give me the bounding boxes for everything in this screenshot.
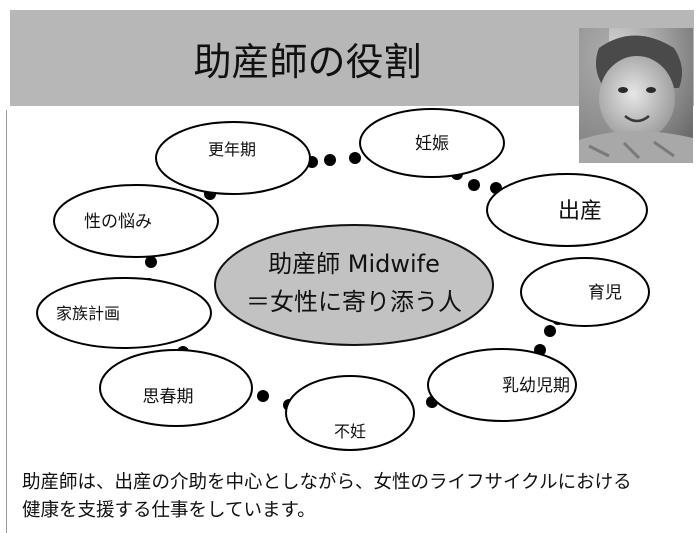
stage-label-infertility: 不妊 <box>334 422 366 441</box>
connector-dot <box>544 325 556 337</box>
stage-node-infertility: 不妊 <box>285 375 415 451</box>
stage-label-puberty: 思春期 <box>143 387 194 407</box>
connector-dot <box>145 256 157 268</box>
baby-photo <box>579 28 693 163</box>
stage-node-pregnancy: 妊娠 <box>359 108 505 178</box>
description-text: 助産師は、出産の介助を中心としながら、女性のライフサイクルにおける 健康を支援す… <box>22 469 692 525</box>
stage-label-birth: 出産 <box>558 199 602 224</box>
stage-node-puberty: 思春期 <box>99 349 253 427</box>
stage-node-birth: 出産 <box>486 173 648 247</box>
connector-dot <box>349 152 361 164</box>
slide-title: 助産師の役割 <box>193 39 422 84</box>
connector-dot <box>468 179 480 191</box>
connector-dot <box>324 154 336 166</box>
center-label-line2: ＝女性に寄り添う人 <box>246 288 462 316</box>
stage-label-early-childhood: 乳幼児期 <box>502 376 570 396</box>
stage-label-pregnancy: 妊娠 <box>415 134 449 154</box>
description-line-1: 助産師は、出産の介助を中心としながら、女性のライフサイクルにおける <box>22 472 632 493</box>
stage-node-early-childhood: 乳幼児期 <box>427 348 577 422</box>
stage-label-sexual-concerns: 性の悩み <box>84 212 152 232</box>
stage-label-family-planning: 家族計画 <box>56 304 120 323</box>
stage-label-childcare: 育児 <box>588 283 622 303</box>
stage-node-menopause: 更年期 <box>155 121 311 195</box>
left-border-line <box>6 110 7 533</box>
center-label-line1: 助産師 Midwife <box>268 250 440 278</box>
stage-node-family-planning: 家族計画 <box>36 277 212 349</box>
stage-label-menopause: 更年期 <box>208 140 256 159</box>
stage-node-childcare: 育児 <box>520 257 650 327</box>
stage-node-sexual-concerns: 性の悩み <box>53 184 219 258</box>
description-line-2: 健康を支援する仕事をしています。 <box>22 500 316 521</box>
center-node: 助産師 Midwife ＝女性に寄り添う人 <box>214 224 494 346</box>
connector-dot <box>257 390 269 402</box>
